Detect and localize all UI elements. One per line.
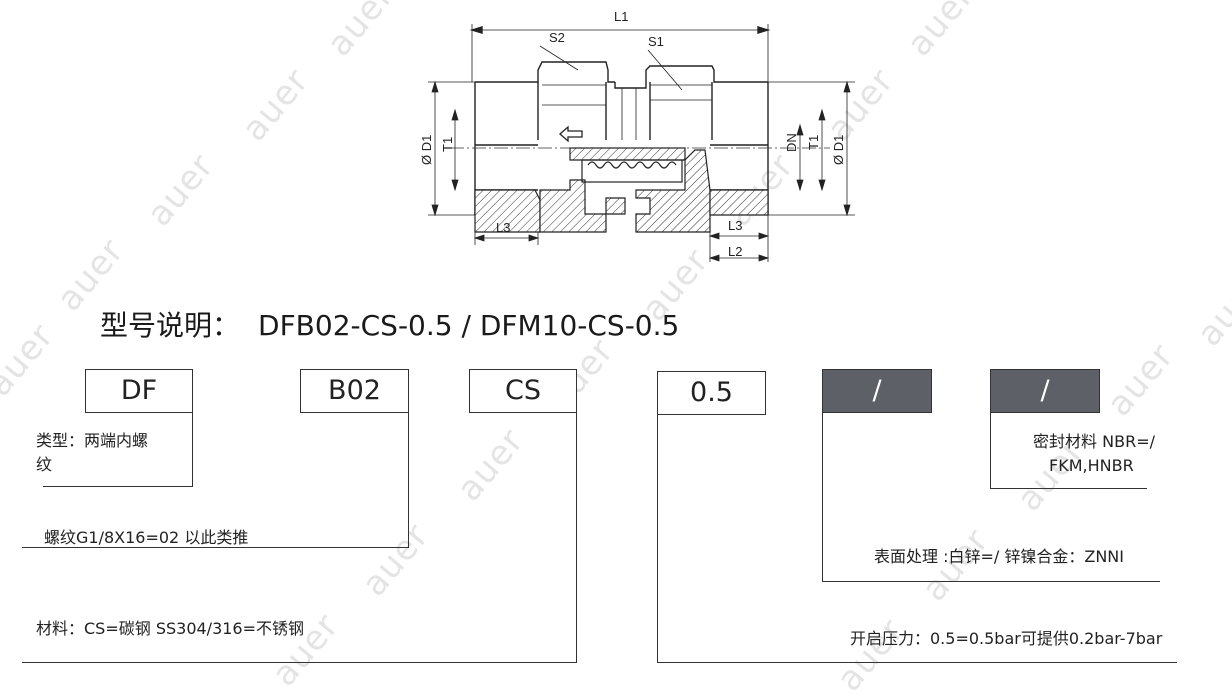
type-description-line1: 类型：两端内螺: [36, 431, 149, 450]
code-box-seal: /: [990, 369, 1100, 413]
leader-line: [22, 662, 577, 663]
seal-description-line1: 密封材料 NBR=/: [1033, 432, 1155, 451]
dim-l2-label: L2: [728, 244, 742, 259]
model-title: 型号说明： DFB02-CS-0.5 / DFM10-CS-0.5: [100, 304, 679, 344]
code-box-thread: B02: [300, 369, 409, 413]
leader-line: [990, 488, 1147, 489]
material-description: 材料：CS=碳钢 SS304/316=不锈钢: [36, 619, 305, 638]
code-box-pressure: 0.5: [657, 371, 766, 415]
watermark: auer: [234, 61, 318, 149]
surface-description: 表面处理 :白锌=/ 锌镍合金：ZNNI: [874, 547, 1124, 566]
code-box-surface: /: [822, 369, 932, 413]
leader-line: [822, 581, 1160, 582]
watermark: auer: [449, 421, 533, 509]
thread-description: 螺纹G1/8X16=02 以此类推: [44, 528, 249, 547]
leader-line: [657, 415, 658, 663]
watermark: auer: [1099, 336, 1183, 424]
leader-line: [657, 662, 1177, 663]
dim-l1-label: L1: [614, 9, 628, 24]
dim-l3-right-label: L3: [728, 218, 742, 233]
dim-s1-label: S1: [648, 34, 664, 49]
code-box-material: CS: [469, 369, 577, 413]
model-title-code: DFB02-CS-0.5 / DFM10-CS-0.5: [258, 309, 680, 342]
type-description: 类型：两端内螺 纹: [36, 429, 148, 477]
seal-description: 密封材料 NBR=/ FKM,HNBR: [1000, 430, 1155, 478]
leader-line: [990, 413, 991, 489]
leader-line: [43, 486, 193, 487]
leader-line: [22, 547, 409, 548]
leader-line: [576, 413, 577, 663]
dim-dn-label: DN: [784, 133, 799, 152]
dim-t1-left-label: T1: [440, 137, 455, 152]
model-title-label: 型号说明：: [100, 309, 241, 342]
pressure-description: 开启压力：0.5=0.5bar可提供0.2bar-7bar: [850, 629, 1163, 648]
type-description-line2: 纹: [36, 455, 53, 474]
dim-t1-right-label: T1: [806, 135, 821, 150]
watermark: auer: [354, 516, 438, 604]
dim-d1-left-label: Ø D1: [419, 135, 434, 165]
leader-line: [192, 413, 193, 486]
leader-line: [822, 413, 823, 582]
watermark: auer: [0, 316, 63, 404]
check-valve-drawing: L1 S2 S1 L3 L3 L2 Ø D1 T1 DN T1 Ø D1: [419, 9, 855, 262]
watermark: auer: [1189, 266, 1232, 354]
watermark: auer: [319, 0, 403, 64]
watermark: auer: [899, 0, 983, 64]
leader-line: [408, 413, 409, 548]
dim-d1-right-label: Ø D1: [831, 135, 846, 165]
seal-description-line2: FKM,HNBR: [1049, 456, 1134, 475]
dim-l3-left-label: L3: [496, 220, 510, 235]
code-box-type: DF: [85, 369, 193, 413]
watermark: auer: [139, 146, 223, 234]
watermark: auer: [829, 611, 913, 699]
dim-s2-label: S2: [549, 30, 565, 45]
